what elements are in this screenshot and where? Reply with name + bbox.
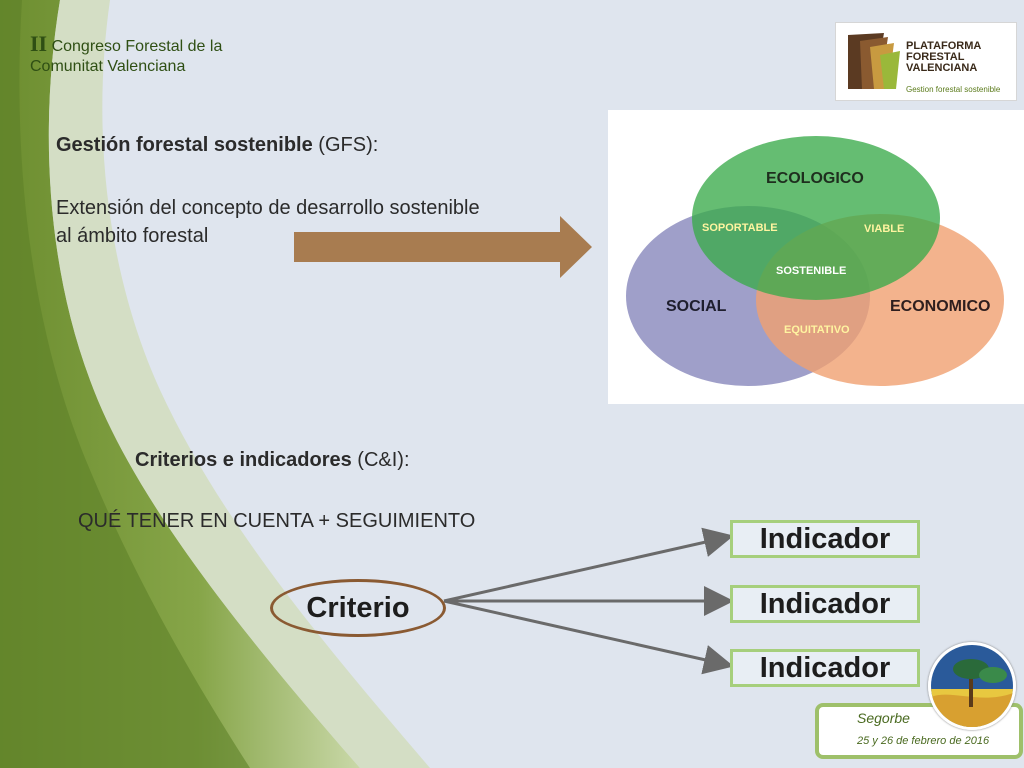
logo-text: PLATAFORMA FORESTAL VALENCIANA (906, 41, 981, 74)
ecologico-ellipse (692, 136, 940, 300)
conference-line1: Congreso Forestal de la (51, 38, 223, 55)
ci-heading: Criterios e indicadores (C&I): (135, 446, 410, 474)
gfs-heading: Gestión forestal sostenible (GFS): (56, 131, 378, 159)
plataforma-logo: PLATAFORMA FORESTAL VALENCIANA Gestion f… (835, 22, 1017, 101)
logo-tagline: Gestion forestal sostenible (906, 85, 1001, 94)
gfs-desc-line1: Extensión del concepto de desarrollo sos… (56, 197, 480, 219)
gfs-desc-line2: al ámbito forestal (56, 225, 209, 247)
logo-line3: VALENCIANA (906, 62, 978, 74)
indicator-box-1: Indicador (730, 520, 920, 558)
ci-subtitle: QUÉ TENER EN CUENTA + SEGUIMIENTO (78, 510, 476, 532)
venn-viable: VIABLE (864, 223, 905, 235)
logo-line1: PLATAFORMA (906, 40, 982, 52)
event-date: 25 y 26 de febrero de 2016 (857, 735, 990, 747)
indicator-box-3: Indicador (730, 649, 920, 687)
gfs-heading-rest: (GFS): (312, 134, 379, 156)
conference-line2: Comunitat Valenciana (30, 58, 186, 75)
event-badge: Segorbe 25 y 26 de febrero de 2016 (815, 703, 1023, 759)
venn-equitativo: EQUITATIVO (784, 324, 850, 336)
venn-soportable: SOPORTABLE (702, 222, 778, 234)
venn-circles (626, 136, 1004, 386)
event-city: Segorbe (857, 710, 910, 726)
ci-heading-bold: Criterios e indicadores (135, 449, 352, 471)
criterio-ellipse: Criterio (270, 579, 446, 637)
venn-economico: ECONOMICO (890, 298, 991, 315)
gfs-description: Extensión del concepto de desarrollo sos… (56, 194, 480, 250)
venn-ecologico: ECOLOGICO (766, 170, 864, 187)
right-arrow-icon (294, 216, 592, 278)
venn-sostenible: SOSTENIBLE (776, 265, 847, 277)
conference-title: II Congreso Forestal de la Comunitat Val… (30, 31, 223, 77)
conference-roman: II (30, 31, 48, 56)
gfs-heading-bold: Gestión forestal sostenible (56, 134, 313, 156)
venn-diagram: ECOLOGICO SOCIAL ECONOMICO SOPORTABLE VI… (608, 110, 1024, 404)
ci-heading-rest: (C&I): (351, 449, 410, 471)
venn-social: SOCIAL (666, 298, 727, 315)
logo-line2: FORESTAL (906, 51, 965, 63)
indicator-box-2: Indicador (730, 585, 920, 623)
landscape-painting-icon (928, 642, 1016, 730)
logo-mark-icon (848, 33, 900, 89)
